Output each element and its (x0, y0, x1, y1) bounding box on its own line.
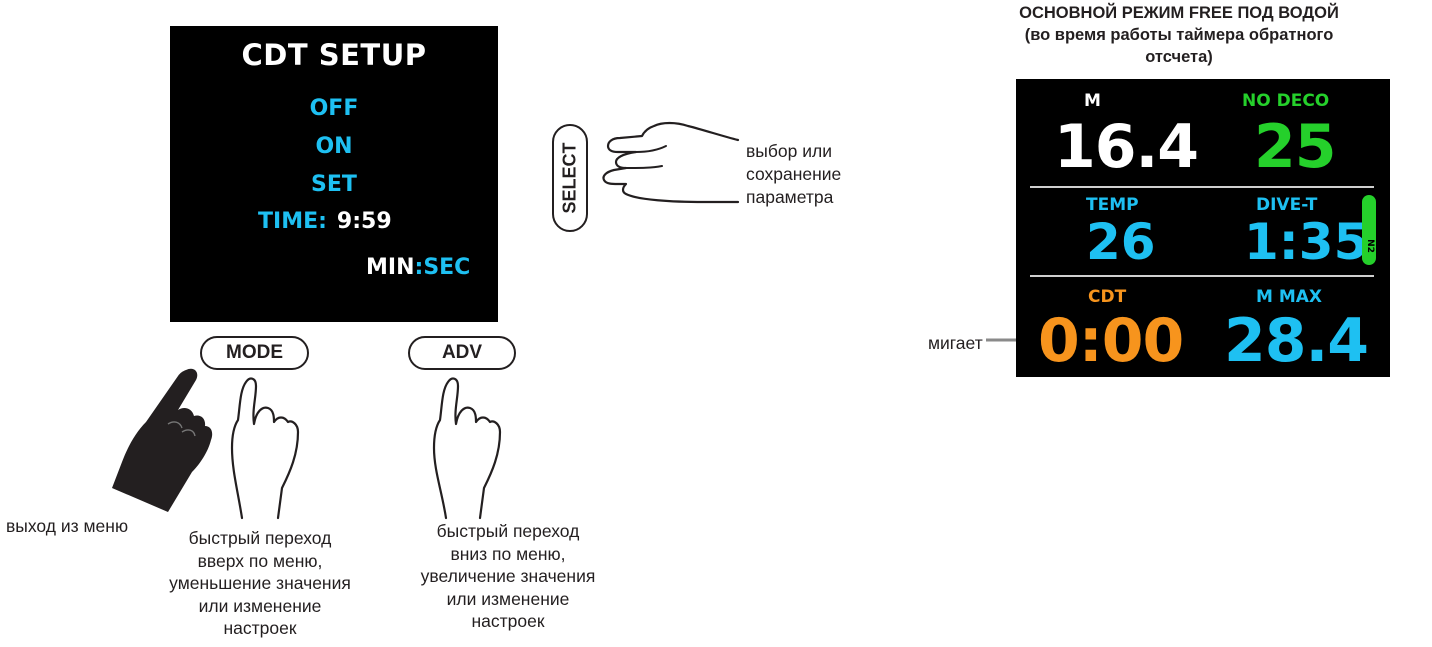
caption-mode-line: уменьшение значения (169, 573, 351, 593)
caption-mode: быстрый переход вверх по меню, уменьшени… (140, 527, 380, 640)
cdt-label: CDT (1088, 287, 1127, 307)
free-dive-screen: M 16.4 NO DECO 25 TEMP 26 DIVE-T 1:35 N2… (1016, 79, 1390, 377)
free-mode-title-line: отсчета) (1145, 48, 1213, 66)
caption-mode-line: или изменение (198, 595, 322, 616)
caption-adv-line: увеличение значения (420, 566, 596, 586)
time-row: TIME: 9:59 (258, 209, 392, 234)
m-max-value: 28.4 (1224, 306, 1369, 376)
time-units: MIN:SEC (366, 255, 470, 280)
dive-time-label: DIVE-T (1256, 195, 1318, 215)
caption-adv-line: вниз по меню, (450, 543, 566, 564)
cdt-value: 0:00 (1038, 306, 1184, 376)
hand-press-adv-icon (432, 377, 502, 520)
adv-button[interactable]: ADV (408, 336, 516, 370)
caption-mode-line: быстрый переход (188, 528, 332, 548)
caption-blinking: мигает (928, 333, 983, 353)
units-sep: : (414, 255, 424, 280)
hand-pointing-icon (602, 121, 740, 204)
cdt-setup-screen: CDT SETUP OFF ON SET TIME: 9:59 MIN:SEC (170, 26, 498, 322)
mode-button[interactable]: MODE (200, 336, 309, 370)
m-max-label: M MAX (1256, 287, 1323, 307)
depth-value: 16.4 (1054, 112, 1199, 182)
time-value: 9:59 (336, 209, 392, 234)
temp-label: TEMP (1086, 195, 1139, 215)
menu-option-set: SET (311, 172, 357, 197)
select-button-label: SELECT (559, 142, 580, 214)
depth-label: M (1084, 91, 1101, 111)
caption-mode-line: настроек (223, 618, 297, 638)
caption-adv-line: или изменение (446, 588, 570, 609)
dive-time-value: 1:35 (1244, 213, 1369, 271)
n2-label: N2 (1364, 239, 1375, 253)
hand-exit-icon (112, 368, 213, 512)
caption-adv-line: настроек (471, 611, 545, 631)
hand-press-mode-icon (230, 377, 300, 520)
caption-select-line: сохранение (746, 164, 842, 184)
temp-value: 26 (1086, 213, 1156, 271)
caption-adv-line: быстрый переход (436, 521, 580, 541)
caption-select-line: параметра (746, 187, 834, 207)
n2-bargraph: N2 (1362, 195, 1376, 265)
no-deco-label: NO DECO (1242, 91, 1330, 111)
caption-exit-menu: выход из меню (6, 516, 129, 536)
divider-bottom (1030, 275, 1374, 277)
no-deco-value: 25 (1254, 112, 1336, 182)
divider-top (1030, 186, 1374, 188)
units-min: MIN (366, 255, 415, 280)
menu-option-on: ON (315, 134, 353, 159)
caption-select: выбор или сохранение параметра (746, 140, 841, 209)
free-mode-title: ОСНОВНОЙ РЕЖИМ FREE ПОД ВОДОЙ (во время … (958, 2, 1400, 68)
free-mode-title-line: ОСНОВНОЙ РЕЖИМ FREE ПОД ВОДОЙ (1019, 4, 1339, 22)
select-button[interactable]: SELECT (552, 124, 588, 232)
units-sec: SEC (423, 255, 471, 280)
time-label: TIME: (258, 209, 327, 234)
caption-mode-line: вверх по меню, (197, 550, 323, 571)
free-mode-title-line: (во время работы таймера обратного (1024, 26, 1334, 44)
caption-select-line: выбор или (746, 141, 832, 161)
menu-option-off: OFF (309, 96, 359, 121)
setup-title: CDT SETUP (241, 38, 427, 72)
caption-adv: быстрый переход вниз по меню, увеличение… (396, 520, 620, 633)
